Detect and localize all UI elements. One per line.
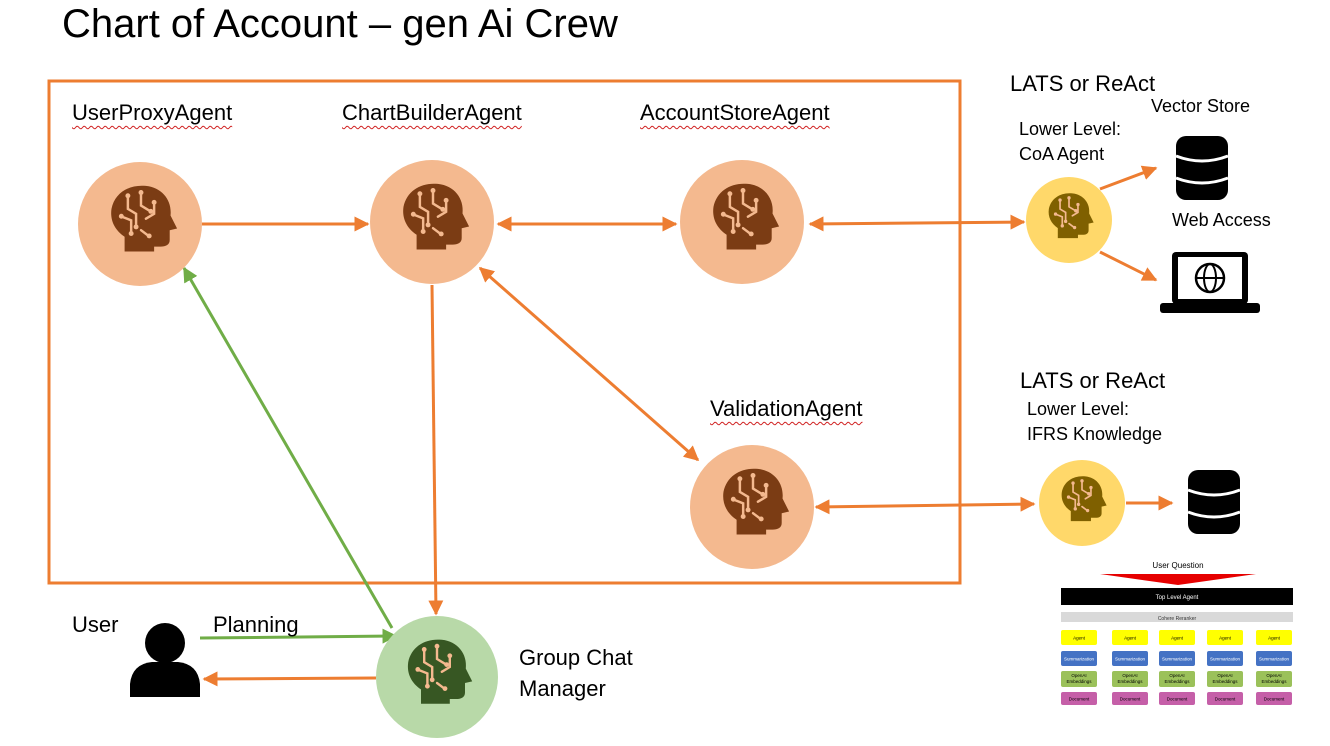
web-access-label: Web Access [1172,210,1271,230]
database-icon [1175,136,1229,200]
mini-cell [1112,692,1148,705]
mini-cell [1207,692,1243,705]
mini-cell-label: Document [1069,697,1090,702]
mini-cell-label: Agent [1124,636,1137,641]
coa-agent-label: CoA Agent [1019,144,1105,164]
mini-cell-label: Summarization [1162,657,1193,662]
mini-cell [1061,692,1097,705]
arrow-chartbuilder-to-manager [428,284,444,616]
mini-cell-label: Embeddings [1212,679,1238,684]
mini-cell [1061,630,1097,645]
arrow-accountstore-coa [808,214,1026,232]
mini-cell-label: Embeddings [1164,679,1190,684]
mini-cell-label: Summarization [1115,657,1146,662]
mini-top-level-bar [1061,588,1293,605]
mini-cell [1159,671,1195,687]
validation-agent-label: ValidationAgent [710,396,863,421]
accountstore-agent-node [680,160,804,284]
mini-cell [1159,692,1195,705]
mini-cell-label: Document [1167,697,1188,702]
user-label: User [72,612,119,637]
arrow-chartbuilder-validation [478,266,700,462]
database-icon [1187,470,1241,534]
mini-cell-label: OpenAI [1169,673,1184,678]
ifrs-agent-node [1039,460,1125,546]
mini-cell-label: Agent [1219,636,1232,641]
arrow-manager-to-user [202,671,377,687]
vector-store-label: Vector Store [1151,96,1251,116]
ifrs-lats-heading: LATS or ReAct [1020,368,1166,393]
mini-cell-label: Embeddings [1066,679,1092,684]
coa-lats-heading: LATS or ReAct [1010,71,1156,96]
page-title: Chart of Account – gen Ai Crew [62,2,618,46]
mini-cell-label: Document [1264,697,1285,702]
mini-cell [1256,671,1292,687]
mini-cell-label: Summarization [1064,657,1095,662]
mini-cell-label: Embeddings [1261,679,1287,684]
chartbuilder-agent-label: ChartBuilderAgent [342,100,522,125]
mini-user-question: User Question [1152,561,1203,570]
ifrs-level-label: Lower Level: [1027,399,1130,419]
mini-cell-label: Summarization [1259,657,1290,662]
agent-group-frame [47,79,962,585]
mini-cell [1256,651,1292,666]
manager-label-line1: Group Chat [519,645,633,670]
mini-cell [1207,630,1243,645]
userproxy-agent-label: UserProxyAgent [72,100,233,125]
mini-cell [1112,630,1148,645]
mini-cell-label: OpenAI [1071,673,1086,678]
arrow-manager-to-userproxy [182,266,394,629]
mini-cell [1061,651,1097,666]
mini-cell [1207,671,1243,687]
coa-level-label: Lower Level: [1019,119,1122,139]
coa-agent-node [1026,177,1112,263]
arrow-user-planning [199,628,398,644]
mini-reranker-bar [1061,612,1293,622]
chartbuilder-agent-node [370,160,494,284]
mini-cell [1061,671,1097,687]
planning-label: Planning [213,612,299,637]
mini-reranker-label: Cohere Reranker [1158,616,1197,622]
mini-cell-label: Agent [1268,636,1281,641]
mini-cell-label: Agent [1073,636,1086,641]
user-icon [130,623,200,697]
mini-cell-label: Embeddings [1117,679,1143,684]
mini-cell-label: Agent [1171,636,1184,641]
mini-cell [1112,671,1148,687]
mini-cell [1159,651,1195,666]
ifrs-knowledge-label: IFRS Knowledge [1027,424,1163,444]
accountstore-agent-label: AccountStoreAgent [640,100,830,125]
mini-cell-label: Document [1215,697,1236,702]
mini-cell-label: Document [1120,697,1141,702]
laptop-globe-icon [1160,252,1260,313]
manager-label-line2: Manager [519,676,606,701]
mini-cell-label: OpenAI [1217,673,1232,678]
mini-cell [1256,630,1292,645]
down-arrow-icon [1100,574,1256,585]
mini-architecture-diagram: User Question Top Level Agent Cohere Rer… [1061,561,1293,705]
mini-cell [1207,651,1243,666]
mini-cell-label: OpenAI [1122,673,1137,678]
mini-top-level-label: Top Level Agent [1156,595,1199,601]
group-chat-manager-node [376,616,498,738]
mini-cell [1112,651,1148,666]
arrow-coa-to-webaccess [1099,250,1158,282]
mini-cell [1256,692,1292,705]
mini-cell [1159,630,1195,645]
mini-cell-label: OpenAI [1266,673,1281,678]
validation-agent-node [690,445,814,569]
mini-cell-label: Summarization [1210,657,1241,662]
userproxy-agent-node [78,162,202,286]
arrow-validation-ifrs [814,496,1036,515]
arrow-coa-to-vectorstore [1099,165,1158,191]
